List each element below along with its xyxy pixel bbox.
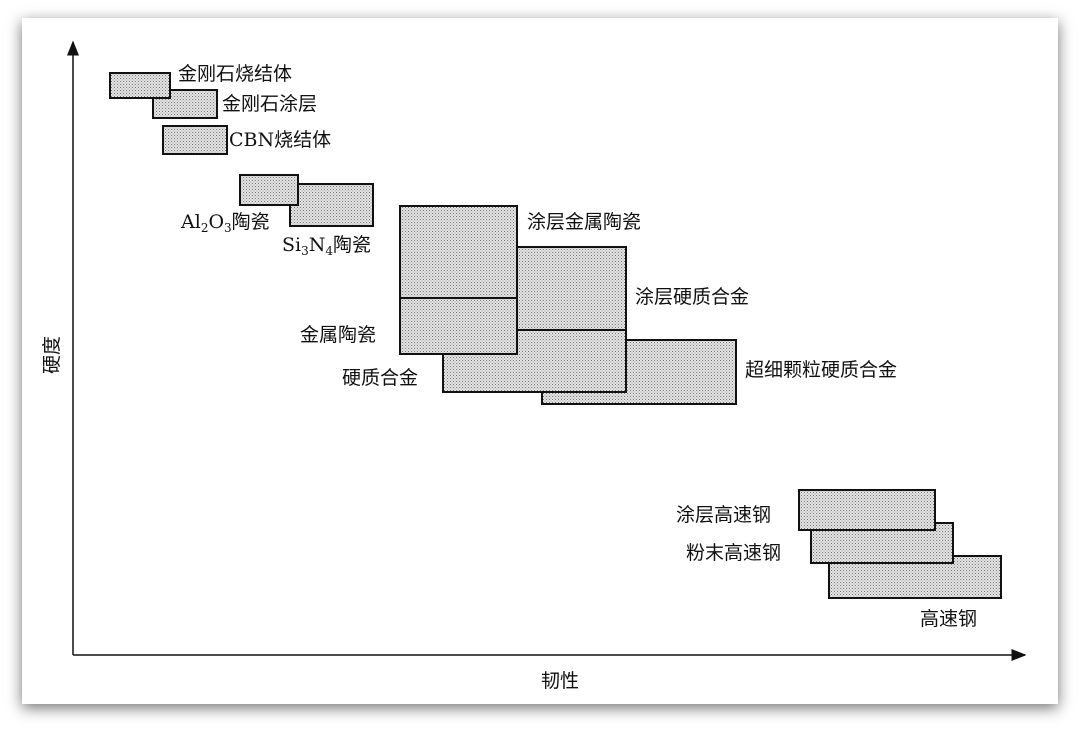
label-al2o3: Al2O3陶瓷 (180, 211, 270, 235)
label-hss: 高速钢 (920, 608, 977, 630)
label-ultrafine-carbide: 超细颗粒硬质合金 (745, 359, 897, 381)
box-si3n4 (289, 183, 374, 227)
box-coated-cermet (399, 205, 518, 299)
label-cermet: 金属陶瓷 (300, 324, 376, 346)
label-pm-hss: 粉末高速钢 (686, 542, 781, 564)
box-sintered-diamond (109, 72, 171, 99)
label-carbide: 硬质合金 (342, 367, 418, 389)
label-diamond-coating: 金刚石涂层 (222, 93, 317, 115)
box-cbn (162, 125, 228, 155)
box-cermet (399, 297, 518, 355)
label-coated-carbide: 涂层硬质合金 (635, 286, 749, 308)
label-cbn: CBN烧结体 (229, 129, 331, 151)
label-si3n4: Si3N4陶瓷 (282, 234, 371, 258)
x-axis-label: 韧性 (541, 670, 579, 692)
box-al2o3 (239, 174, 299, 206)
label-coated-cermet: 涂层金属陶瓷 (527, 211, 641, 233)
label-coated-hss: 涂层高速钢 (676, 504, 771, 526)
box-coated-carbide (516, 246, 627, 331)
label-sintered-diamond: 金刚石烧结体 (178, 63, 292, 85)
box-coated-hss (798, 489, 936, 531)
labels: 金刚石涂层 金刚石烧结体 CBN烧结体 Si3N4陶瓷 Al2O3陶瓷 超细颗粒… (178, 63, 977, 630)
y-axis-label: 硬度 (41, 336, 63, 374)
